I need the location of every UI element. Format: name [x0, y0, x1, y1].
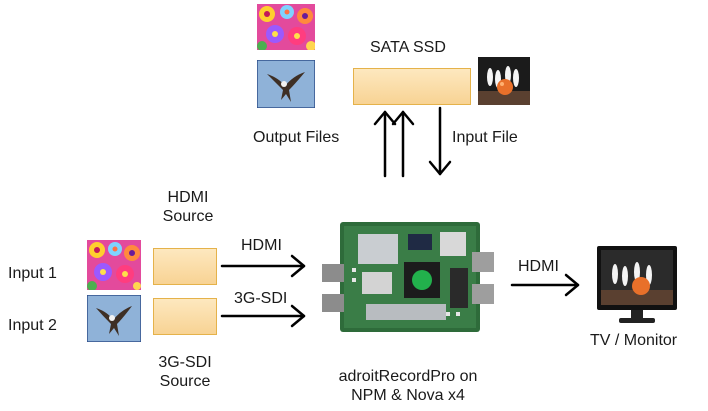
sdi-source-line1: 3G-SDI: [158, 354, 212, 371]
output-hdmi-label: HDMI: [518, 258, 559, 275]
ssd-title: SATA SSD: [370, 39, 446, 56]
device-caption-line2: NPM & Nova x4: [351, 387, 465, 404]
bird-thumbnail-icon: [257, 60, 315, 108]
hdmi-source-label: HDMI Source: [158, 188, 218, 226]
sdi-link-label: 3G-SDI: [234, 290, 288, 307]
ssd-box: [353, 68, 471, 105]
hdmi-source-line1: HDMI: [167, 189, 209, 206]
device-caption-line1: adroitRecordPro on: [338, 368, 478, 385]
device-caption: adroitRecordPro on NPM & Nova x4: [322, 367, 494, 405]
input-2-label: Input 2: [8, 317, 57, 334]
tv-monitor-icon: [597, 246, 677, 323]
hdmi-source-box: [153, 248, 217, 285]
output-files-arrowhead-2: [391, 110, 415, 126]
bird-thumbnail-icon: [87, 295, 141, 342]
hdmi-in-arrowhead: [290, 254, 306, 278]
circuit-board-image: [322, 222, 494, 332]
sdi-source-label: 3G-SDI Source: [152, 353, 218, 391]
hdmi-source-line2: Source: [162, 208, 214, 225]
input-1-label: Input 1: [8, 265, 57, 282]
sdi-source-box: [153, 298, 217, 335]
hdmi-link-label: HDMI: [241, 237, 282, 254]
sdi-source-line2: Source: [159, 373, 211, 390]
hdmi-out-arrowhead: [564, 273, 580, 297]
bowling-thumbnail-icon: [478, 57, 530, 105]
output-files-arrowhead-1: [373, 110, 397, 126]
flowers-thumbnail-icon: [257, 4, 315, 50]
input-file-label: Input File: [452, 129, 518, 146]
sdi-in-arrowhead: [290, 304, 306, 328]
input-file-arrowhead: [428, 160, 452, 176]
tv-monitor-label: TV / Monitor: [590, 332, 678, 349]
flowers-thumbnail-icon: [87, 240, 141, 290]
output-files-label: Output Files: [253, 129, 340, 146]
